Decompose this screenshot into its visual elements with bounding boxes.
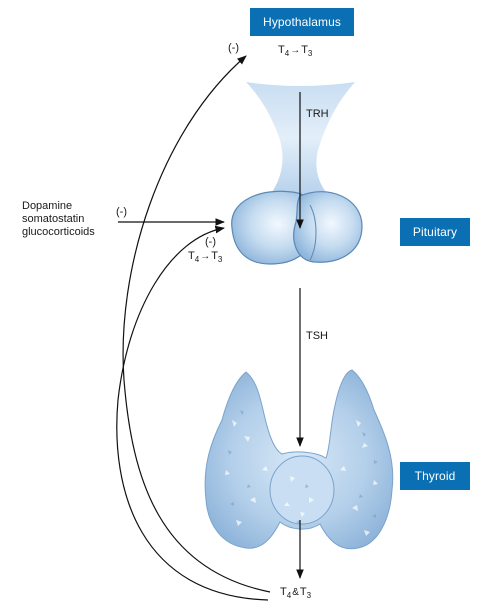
inhibitor-list: Dopamine somatostatin glucocorticoids: [22, 200, 95, 239]
thyroid-gland: [204, 369, 394, 550]
thyroid-box: Thyroid: [400, 462, 470, 490]
conv-bot-base2: T: [299, 586, 307, 598]
conv-top-sub1: 4: [284, 49, 290, 58]
conv-bot-base1: T: [280, 586, 287, 598]
conversion-pituitary: T4→T3: [188, 250, 223, 264]
thyroid-output-label: T4&T3: [280, 586, 312, 600]
conv-pit-arrow: →: [200, 251, 211, 262]
conv-pit-sub1: 4: [194, 255, 200, 264]
conv-top-base1: T: [278, 44, 285, 56]
thyroid-label: Thyroid: [414, 469, 456, 483]
hypothalamus-label: Hypothalamus: [263, 15, 341, 29]
inhibitor-glucocorticoids: glucocorticoids: [22, 226, 95, 238]
pituitary-gland: [231, 190, 363, 265]
conv-bot-sub2: 3: [306, 591, 312, 600]
pituitary-box: Pituitary: [400, 218, 470, 246]
neg-feedback-inhibitors: (-): [116, 206, 127, 218]
conv-pit-sub2: 3: [217, 255, 223, 264]
conv-bot-amp: &: [292, 587, 299, 598]
conv-top-arrow: →: [290, 45, 301, 56]
conv-top-base2: T: [301, 44, 308, 56]
feedback-to-pituitary: [116, 225, 269, 601]
neg-feedback-pituitary: (-): [205, 236, 216, 248]
inhibitor-somatostatin: somatostatin: [22, 213, 85, 225]
feedback-to-hypothalamus: [122, 55, 271, 593]
inhibitor-dopamine: Dopamine: [22, 200, 73, 212]
conv-pit-base2: T: [211, 250, 218, 262]
conv-pit-base1: T: [188, 250, 195, 262]
hypothalamus-box: Hypothalamus: [250, 8, 354, 36]
conversion-top: T4→T3: [278, 44, 313, 58]
tsh-label: TSH: [306, 330, 328, 342]
pituitary-label: Pituitary: [412, 225, 458, 239]
neg-feedback-top: (-): [228, 42, 239, 54]
conv-top-sub2: 3: [307, 49, 313, 58]
conv-bot-sub1: 4: [286, 591, 292, 600]
trh-label: TRH: [306, 108, 329, 120]
